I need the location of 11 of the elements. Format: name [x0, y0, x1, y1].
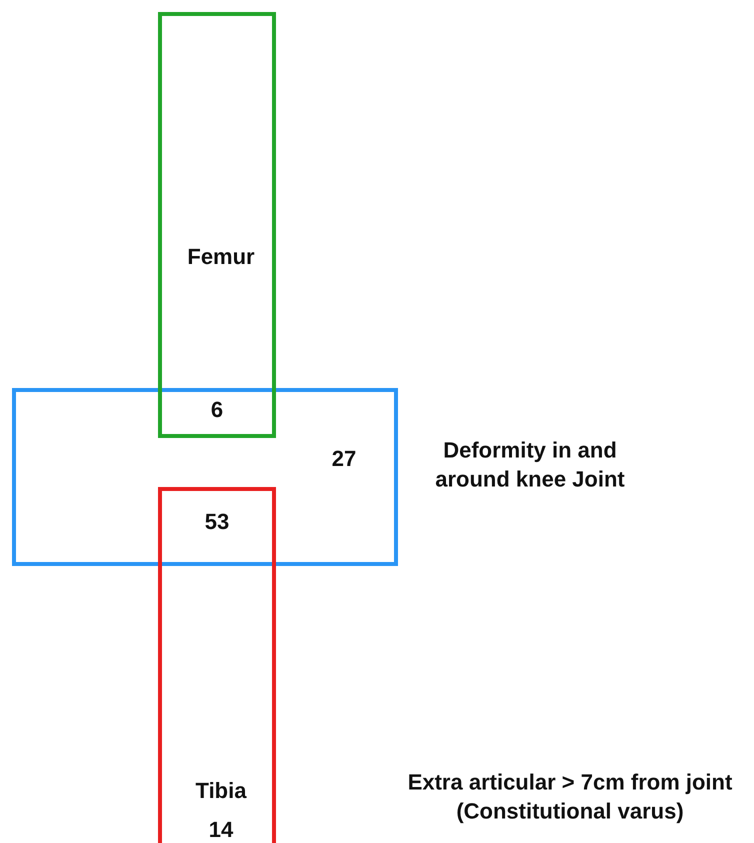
- region-caption: Deformity in and around knee Joint: [434, 436, 626, 493]
- count-label: 14: [208, 816, 234, 843]
- region-label: Femur: [187, 244, 255, 270]
- region-box: [12, 388, 398, 566]
- region-label: Tibia: [196, 778, 246, 804]
- region-box: [158, 12, 276, 438]
- count-label: 53: [204, 508, 230, 536]
- region-box: [158, 487, 276, 843]
- note-text: Extra articular > 7cm from joint (Constitutional varus): [406, 768, 734, 826]
- region-label: 27: [332, 446, 356, 472]
- count-label: 6: [210, 396, 224, 424]
